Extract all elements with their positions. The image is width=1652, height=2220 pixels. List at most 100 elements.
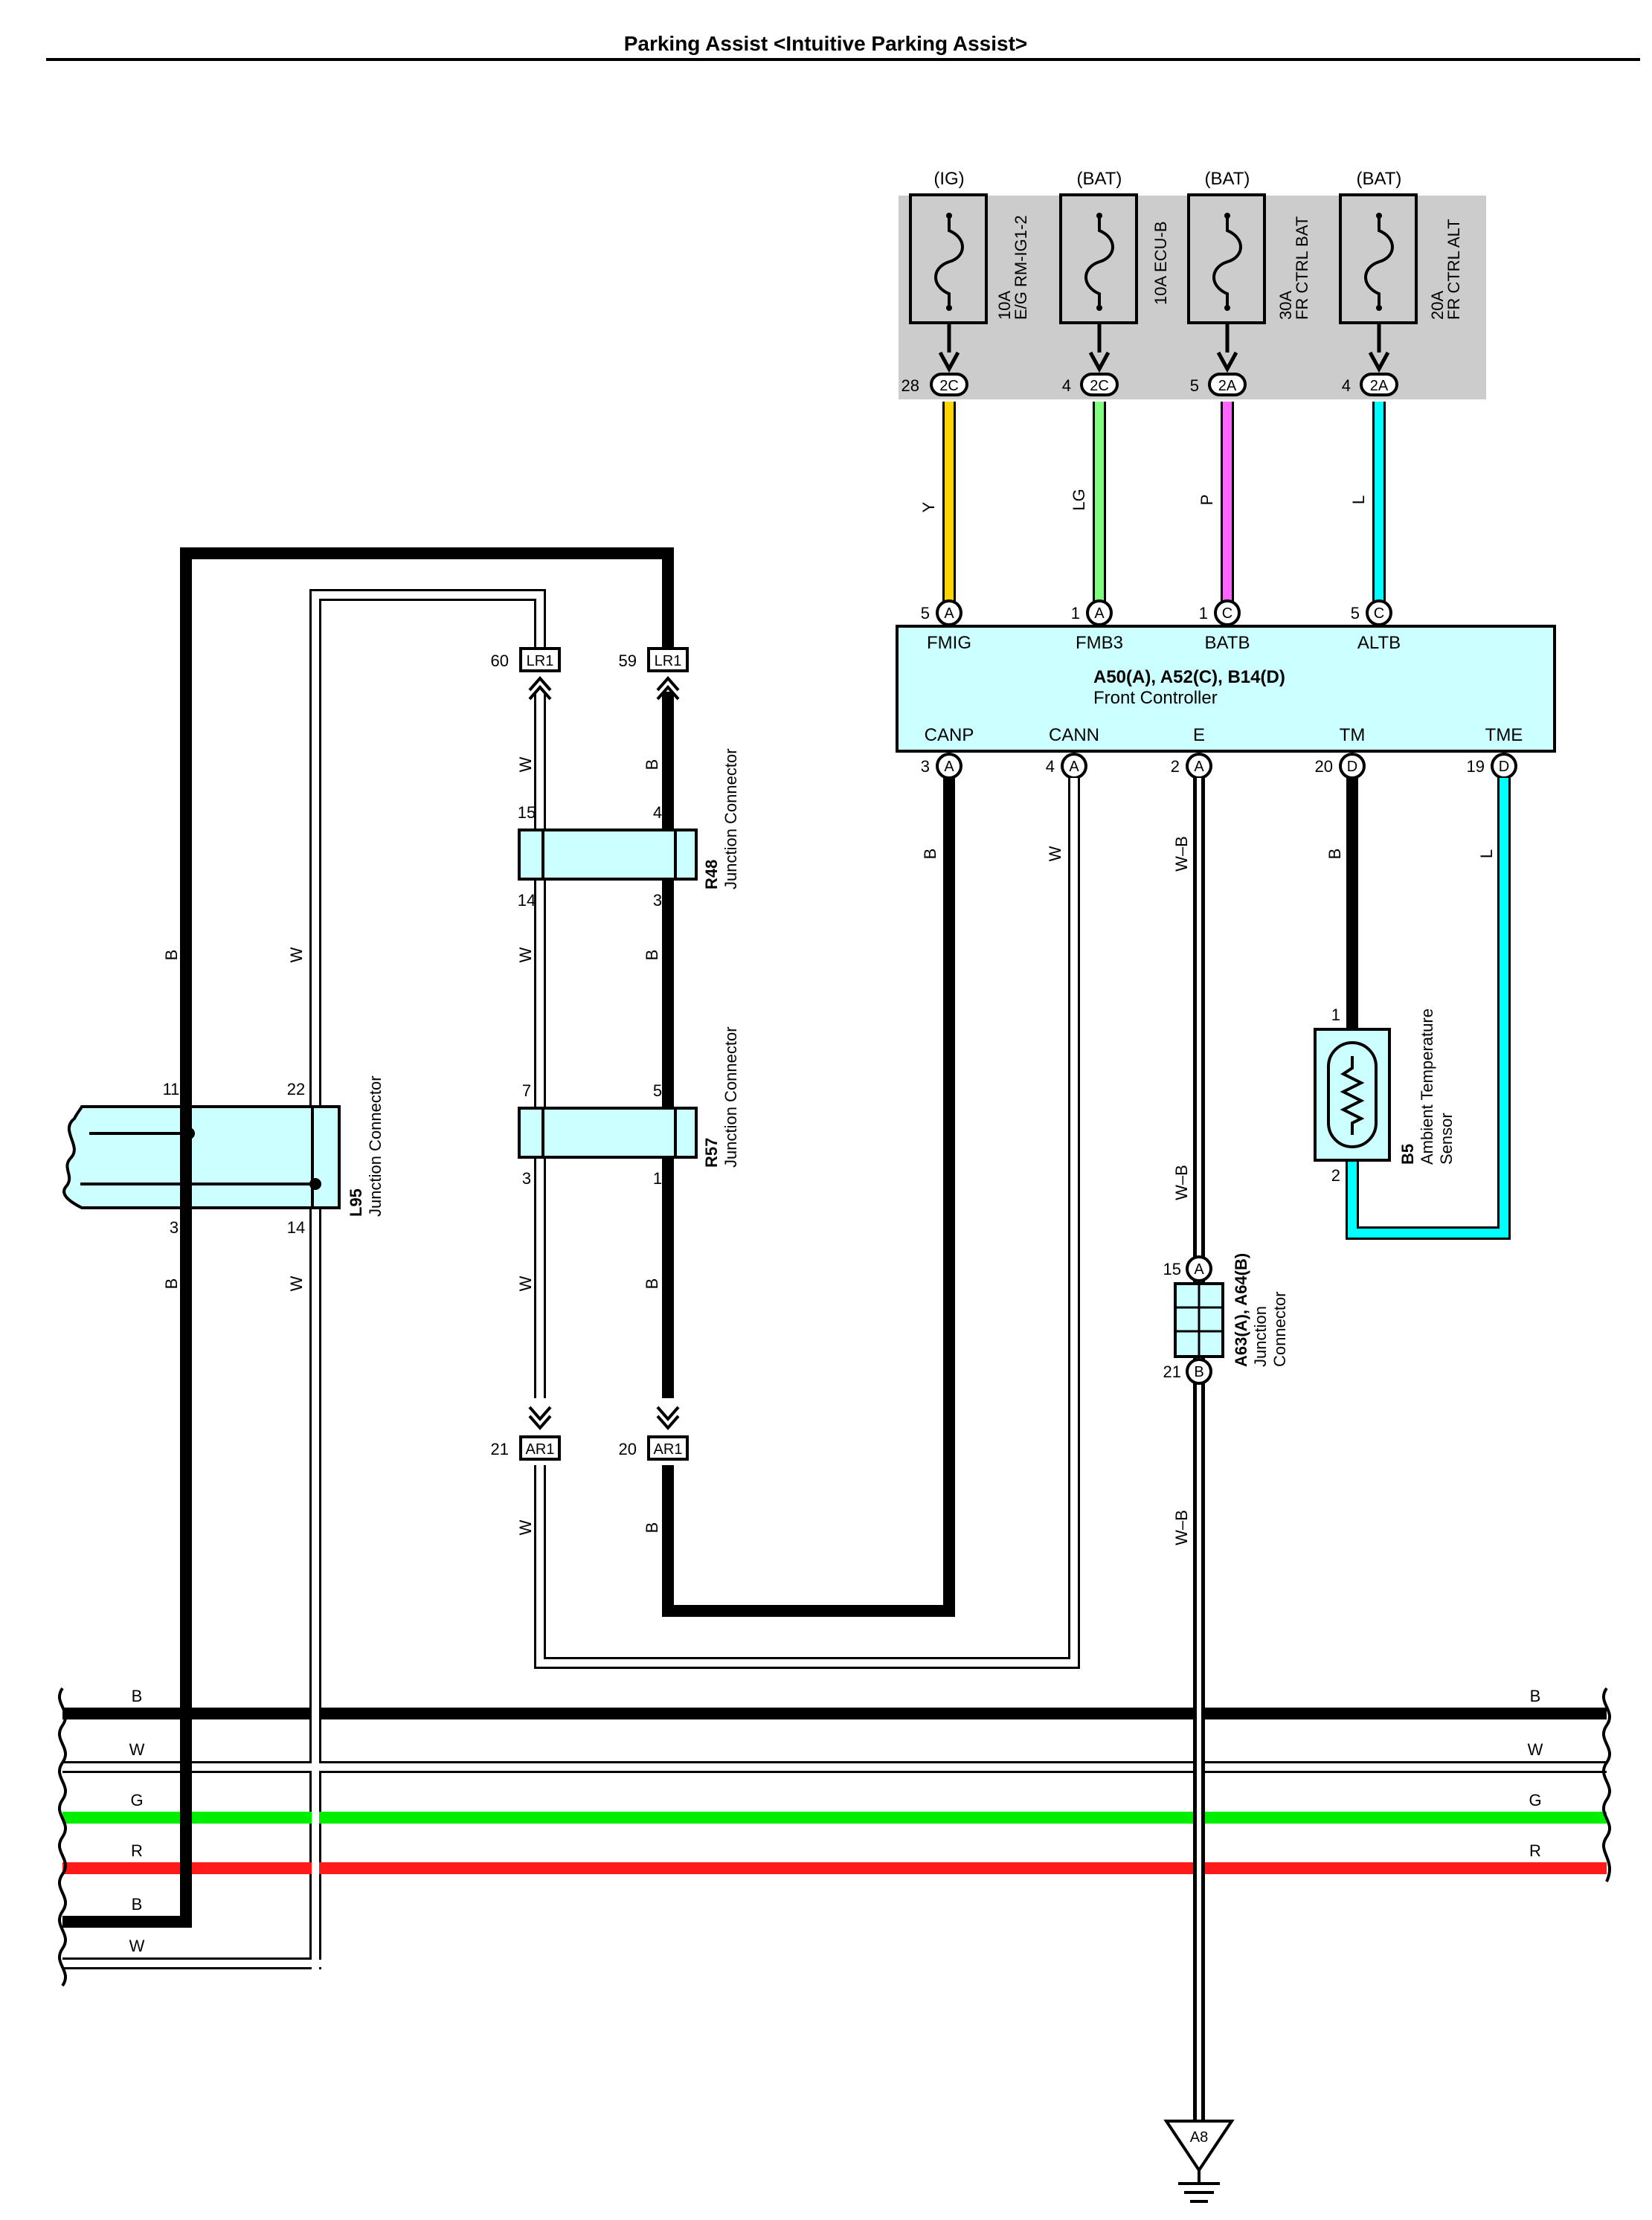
svg-text:4: 4 (653, 803, 662, 822)
svg-text:3: 3 (653, 891, 662, 910)
svg-text:A8: A8 (1190, 2129, 1208, 2146)
svg-text:15: 15 (518, 803, 536, 822)
fuse-4-arrow-icon (1368, 351, 1390, 373)
fuse-3-source: (BAT) (1205, 169, 1250, 189)
svg-text:B: B (921, 849, 939, 860)
svg-text:59: 59 (619, 651, 637, 670)
svg-text:10A: 10A (995, 291, 1014, 320)
front-controller: A50(A), A52(C), B14(D) Front Controller … (896, 599, 1556, 779)
svg-text:E/G RM-IG1-2: E/G RM-IG1-2 (1012, 215, 1030, 320)
svg-text:4: 4 (1342, 376, 1351, 395)
svg-text:20A: 20A (1428, 291, 1447, 320)
svg-text:R: R (131, 1841, 143, 1860)
svg-text:B: B (162, 1278, 181, 1290)
svg-text:10A ECU-B: 10A ECU-B (1151, 221, 1170, 305)
svg-text:2: 2 (1171, 757, 1180, 776)
fuse-2-element-icon (1084, 216, 1114, 308)
lr1-connector-right: LR1 59 (619, 647, 689, 701)
ground-triangle-icon (1163, 2120, 1235, 2173)
svg-text:A: A (1194, 759, 1204, 775)
page-title: Parking Assist <Intuitive Parking Assist… (624, 32, 1028, 55)
svg-text:E: E (1193, 725, 1205, 745)
fuse-1: (IG) 10A E/G RM-IG1-2 (909, 169, 1030, 373)
svg-text:21: 21 (491, 1440, 509, 1458)
svg-text:Ambient Temperature: Ambient Temperature (1418, 1008, 1436, 1165)
svg-text:BATB: BATB (1205, 633, 1250, 653)
svg-text:3: 3 (170, 1218, 179, 1237)
ar1-connector-left: AR1 21 (491, 1406, 561, 1461)
fuse-1-arrow-icon (938, 351, 960, 373)
svg-text:Y: Y (919, 501, 938, 512)
svg-text:B: B (162, 950, 181, 961)
svg-text:TME: TME (1485, 725, 1523, 745)
thermistor-icon (1340, 1056, 1365, 1135)
front-controller-body (896, 625, 1556, 753)
junction-connector-a63-a64: A 15 B 21 A63(A), A64(B) Junction Connec… (1163, 1253, 1289, 1385)
svg-text:2C: 2C (1090, 378, 1109, 394)
junction-connector-r48: 15 4 14 3 R48 Junction Connector (518, 748, 740, 910)
svg-text:B5: B5 (1398, 1144, 1417, 1165)
fuse-2-arrow-icon (1088, 351, 1111, 373)
svg-text:14: 14 (287, 1218, 305, 1237)
svg-text:A: A (1194, 1261, 1204, 1278)
svg-text:B: B (643, 1278, 661, 1290)
lr1-connector-left: LR1 60 (491, 647, 561, 701)
svg-text:D: D (1347, 759, 1357, 775)
svg-text:5: 5 (653, 1081, 662, 1100)
svg-text:AR1: AR1 (526, 1441, 555, 1458)
svg-text:W: W (1046, 846, 1064, 861)
svg-text:4: 4 (1046, 757, 1055, 776)
svg-text:LR1: LR1 (655, 653, 682, 669)
svg-text:P: P (1198, 495, 1216, 506)
svg-text:11: 11 (163, 1080, 180, 1098)
ar1-right-chevron-icon (656, 1406, 680, 1431)
fuse-4-element-icon (1364, 216, 1394, 308)
svg-text:R: R (1529, 1841, 1541, 1860)
svg-text:1: 1 (1331, 1006, 1340, 1024)
lr1-left-chevron-icon (528, 675, 552, 701)
svg-text:C: C (1222, 605, 1232, 622)
svg-text:5: 5 (1190, 376, 1199, 395)
front-controller-code: A50(A), A52(C), B14(D) (1093, 667, 1285, 687)
svg-text:1: 1 (653, 1169, 662, 1188)
svg-text:Connector: Connector (1270, 1291, 1289, 1367)
fuse-1-source: (IG) (933, 169, 964, 189)
svg-text:L95: L95 (347, 1188, 365, 1217)
svg-text:G: G (130, 1791, 143, 1809)
svg-text:CANP: CANP (925, 725, 974, 745)
svg-text:Junction: Junction (1251, 1306, 1270, 1367)
front-controller-name: Front Controller (1093, 688, 1218, 708)
svg-text:2: 2 (1331, 1166, 1340, 1185)
svg-text:LG: LG (1070, 489, 1088, 510)
svg-text:Sensor: Sensor (1437, 1113, 1456, 1165)
fuse-3: (BAT) 30A FR CTRL BAT (1187, 169, 1311, 373)
svg-text:30A: 30A (1276, 291, 1295, 320)
svg-text:W: W (287, 947, 306, 962)
fuse-connectors: 2C 28 2C 4 2A 5 2A 4 (901, 373, 1398, 396)
svg-text:1: 1 (1071, 604, 1080, 622)
svg-text:7: 7 (522, 1081, 531, 1100)
svg-text:15: 15 (1163, 1260, 1181, 1278)
wire-b-upper-loop (180, 547, 674, 1922)
svg-text:3: 3 (522, 1169, 531, 1188)
svg-text:LR1: LR1 (527, 653, 554, 669)
svg-text:W–B: W–B (1172, 836, 1191, 872)
svg-text:W: W (287, 1275, 306, 1291)
svg-text:FMIG: FMIG (927, 633, 971, 653)
svg-text:2A: 2A (1370, 378, 1389, 394)
svg-text:20: 20 (619, 1440, 637, 1458)
fuse-2: (BAT) 10A ECU-B (1059, 169, 1170, 373)
svg-text:22: 22 (287, 1080, 305, 1098)
svg-text:CANN: CANN (1049, 725, 1099, 745)
wire-w-cann (534, 778, 1080, 1669)
svg-text:R48: R48 (702, 860, 721, 889)
svg-text:G: G (1529, 1791, 1541, 1809)
bus-break-left-icon (57, 1687, 68, 1987)
svg-text:21: 21 (1163, 1362, 1181, 1381)
svg-text:2C: 2C (939, 378, 959, 394)
svg-text:3: 3 (921, 757, 930, 776)
svg-text:W: W (1528, 1740, 1543, 1759)
svg-text:B: B (643, 950, 661, 961)
svg-text:L: L (1477, 849, 1496, 858)
